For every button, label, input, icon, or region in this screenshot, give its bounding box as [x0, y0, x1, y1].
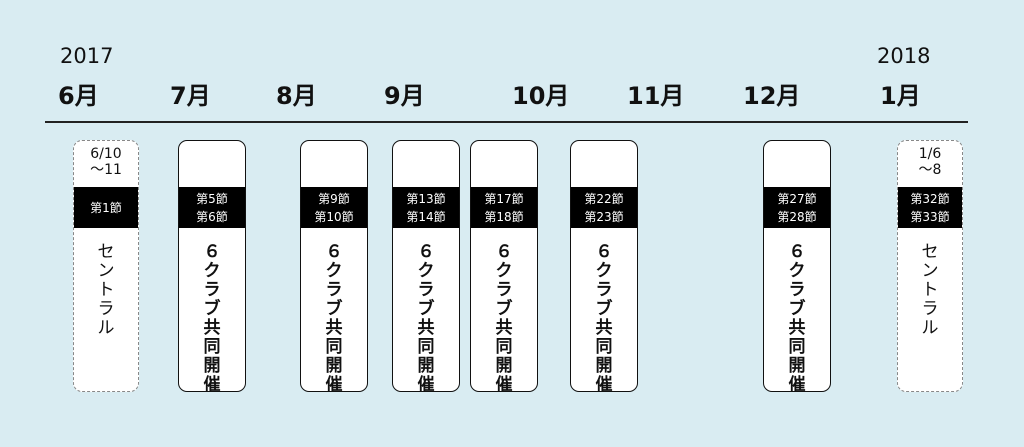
month-label: 11月 — [627, 82, 685, 110]
month-label: 9月 — [384, 82, 425, 110]
month-label: 8月 — [276, 82, 317, 110]
round-card: 6/10 〜11 第1節セントラル — [73, 140, 139, 392]
year-label: 2018 — [877, 44, 931, 68]
month-label: 10月 — [512, 82, 570, 110]
round-number-band: 第22節 第23節 — [571, 187, 637, 228]
round-number-band: 第5節 第6節 — [179, 187, 245, 228]
round-number-band: 第1節 — [74, 187, 138, 228]
venue-label: セントラル — [97, 242, 115, 338]
round-dates: 6/10 〜11 — [90, 146, 122, 178]
round-number-band: 第17節 第18節 — [471, 187, 537, 228]
year-label: 2017 — [60, 44, 114, 68]
round-number-band: 第13節 第14節 — [393, 187, 459, 228]
venue-label: セントラル — [921, 242, 939, 338]
round-dates: 1/6 〜8 — [918, 146, 942, 178]
round-card: 1/6 〜8 第32節 第33節セントラル — [897, 140, 963, 392]
round-number-band: 第32節 第33節 — [898, 187, 962, 228]
timeline-axis — [45, 121, 968, 123]
month-label: 1月 — [880, 82, 921, 110]
month-label: 12月 — [743, 82, 801, 110]
round-number-band: 第9節 第10節 — [301, 187, 367, 228]
round-number-band: 第27節 第28節 — [764, 187, 830, 228]
month-label: 7月 — [170, 82, 211, 110]
month-label: 6月 — [58, 82, 99, 110]
